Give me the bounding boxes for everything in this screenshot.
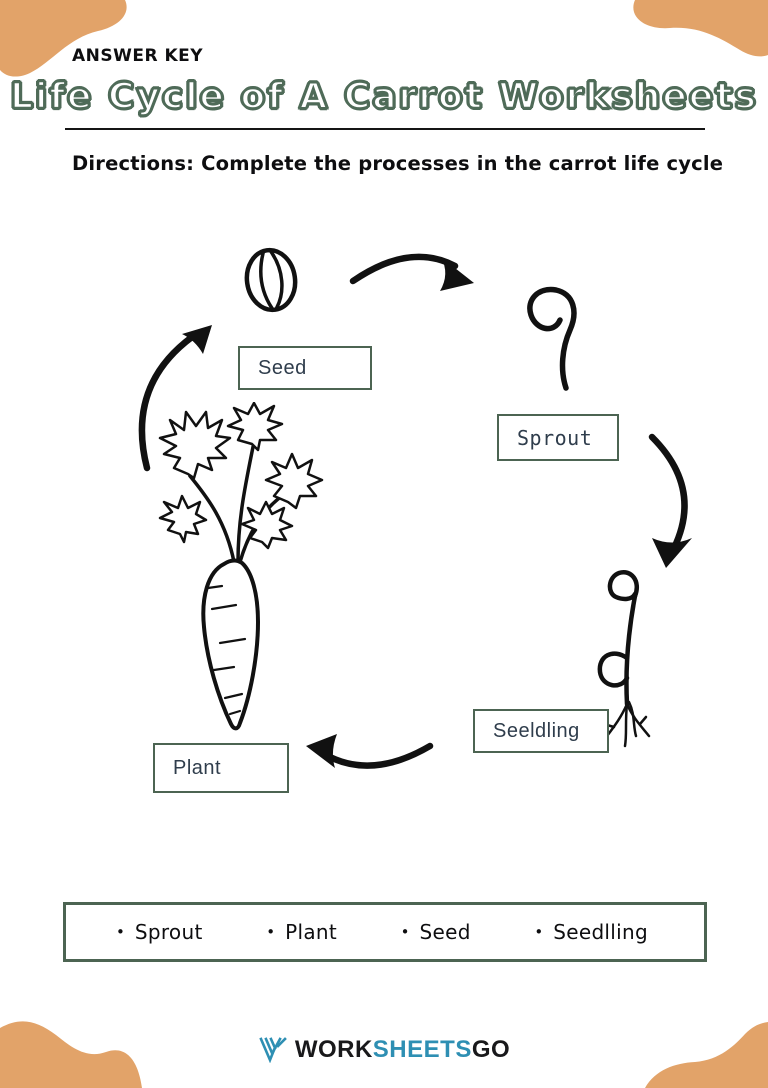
carrot-root (201, 558, 261, 731)
corner-blob-top-left (0, 0, 127, 77)
carrot-leaf (240, 500, 294, 550)
arrowhead-down (652, 538, 692, 568)
logo-text-sheets: SHEETS (372, 1036, 472, 1063)
worksheetsgo-logo: WORKSHEETSGO (0, 1036, 768, 1064)
word-bank-box: • Sprout • Plant • Seed • Seedlling (63, 902, 707, 962)
carrot-leaf (158, 494, 208, 544)
logo-text-work: WORK (294, 1036, 373, 1063)
word-bank-item: • Seed (401, 920, 471, 944)
seedling-label-box[interactable]: Seeldling (473, 709, 609, 753)
word-bank-word: Seed (419, 920, 471, 944)
corner-blob-top-right (633, 0, 768, 57)
bullet-icon: • (534, 923, 544, 941)
arrow-seed-to-sprout (349, 253, 459, 285)
logo-text-go: GO (471, 1036, 511, 1063)
worksheetsgo-logo-text: WORKSHEETSGO (295, 1036, 510, 1064)
bullet-icon: • (400, 923, 410, 941)
word-bank-word: Sprout (134, 920, 203, 944)
plant-label-box[interactable]: Plant (153, 743, 289, 793)
bullet-icon: • (266, 923, 276, 941)
carrot-leaf (226, 402, 284, 452)
seedling-drawing (597, 569, 651, 748)
plant-label: Plant (173, 756, 222, 779)
sprout-drawing (527, 286, 577, 391)
page-title: Life Cycle of A Carrot Worksheets (9, 75, 758, 119)
worksheetsgo-logo-icon (259, 1037, 287, 1063)
arrowhead-up (182, 325, 212, 354)
word-bank-item: • Seedlling (534, 920, 648, 944)
answer-key-label: ANSWER KEY (72, 46, 204, 66)
word-bank-item: • Plant (266, 920, 337, 944)
seedling-label: Seeldling (493, 719, 580, 742)
arrowhead-left (306, 734, 337, 768)
word-bank-item: • Sprout (116, 920, 203, 944)
carrot-leaf (264, 452, 324, 510)
sprout-label: Sprout (517, 425, 593, 450)
word-bank-word: Seedlling (553, 920, 648, 944)
arrowhead-right (440, 257, 474, 291)
arrow-sprout-to-seedling (648, 433, 688, 552)
carrot-plant-drawing (158, 402, 324, 731)
seed-label: Seed (258, 356, 307, 379)
carrot-leaf (158, 410, 232, 480)
directions-text: Directions: Complete the processes in th… (72, 152, 724, 175)
word-bank-word: Plant (285, 920, 337, 944)
bullet-icon: • (116, 923, 125, 941)
arrow-seedling-to-plant (322, 742, 434, 769)
seed-drawing (244, 247, 298, 313)
sprout-label-box[interactable]: Sprout (497, 414, 619, 461)
seed-label-box[interactable]: Seed (238, 346, 372, 390)
title-divider (65, 128, 705, 130)
